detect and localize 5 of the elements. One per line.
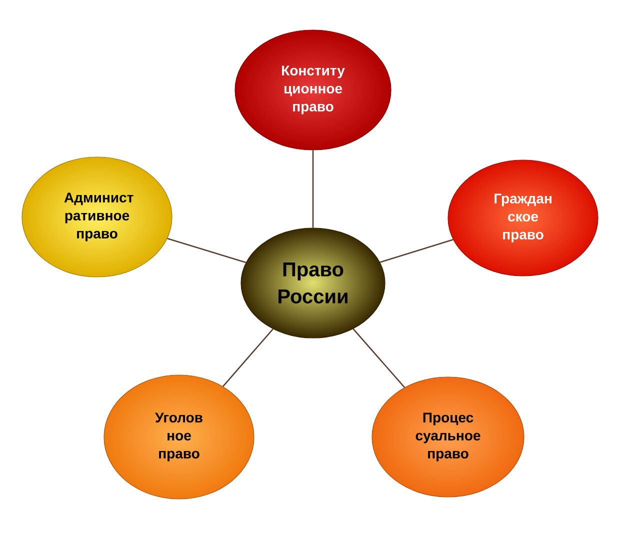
connector-line	[380, 239, 454, 263]
connector-line	[312, 150, 314, 228]
connector-line	[167, 238, 246, 264]
connector-line	[222, 328, 274, 387]
connector-line	[352, 328, 406, 388]
